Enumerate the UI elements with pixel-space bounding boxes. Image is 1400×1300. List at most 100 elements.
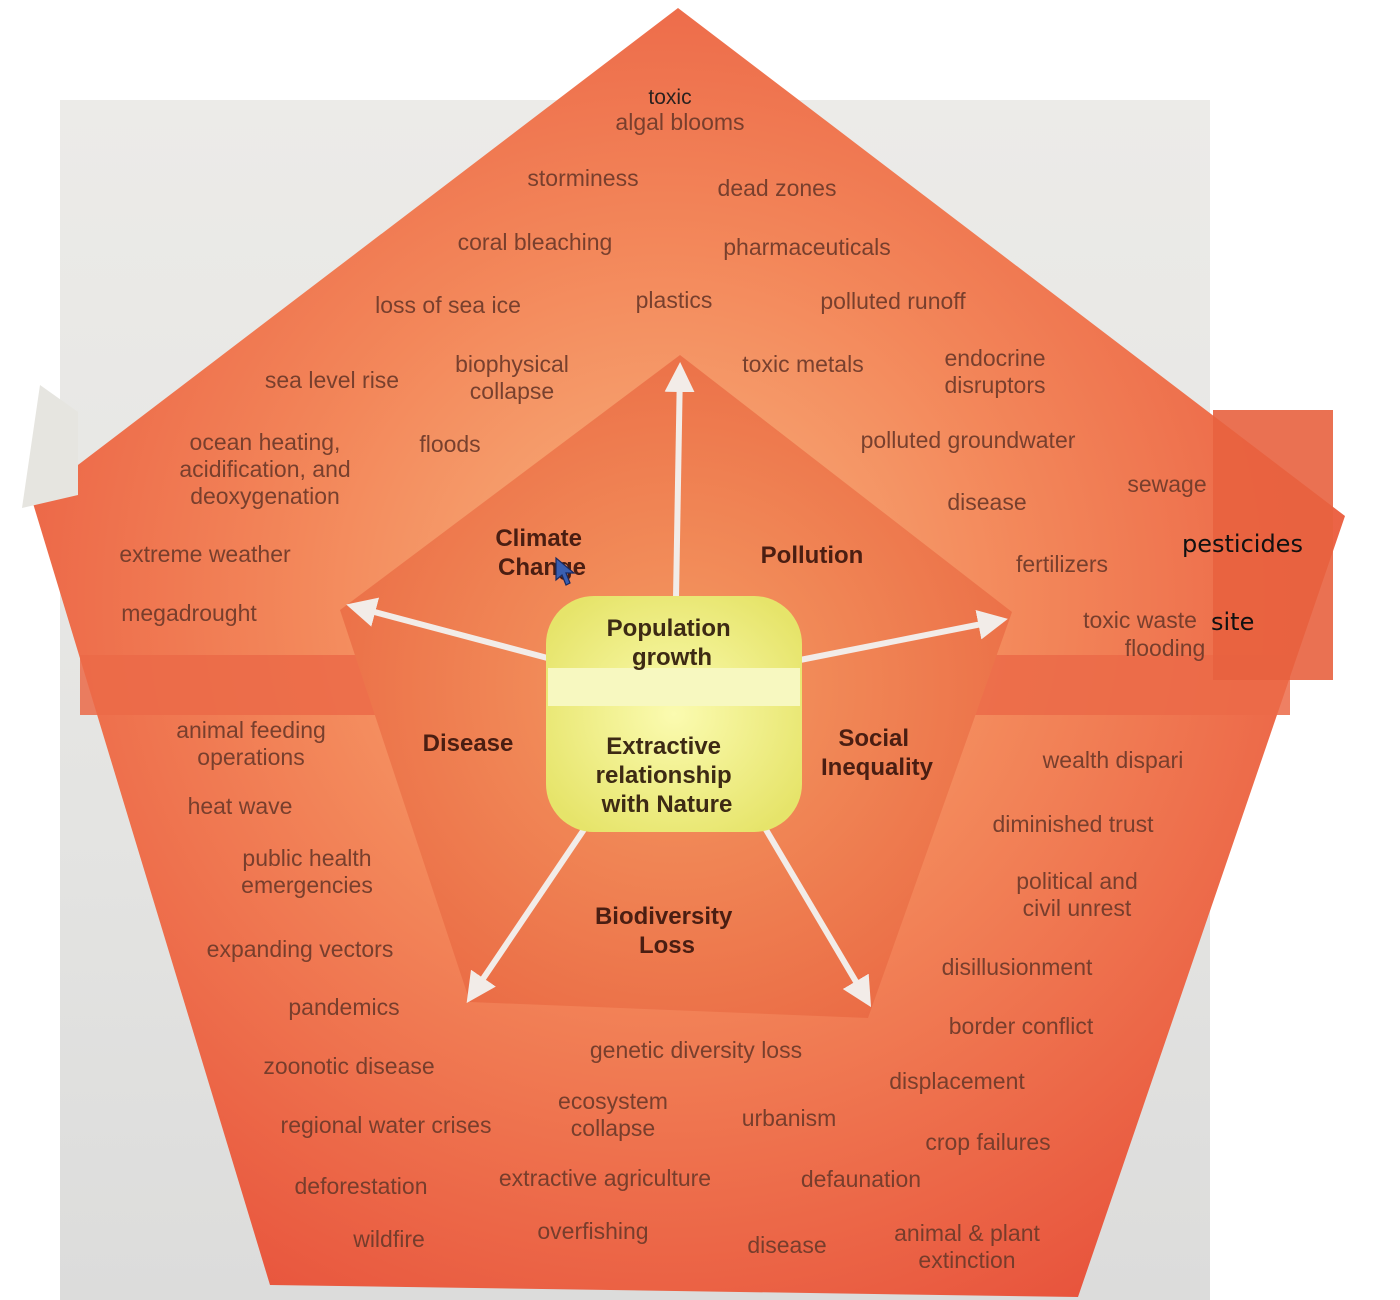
term-urbanism: urbanism <box>742 1105 837 1131</box>
term-line: ecosystem <box>558 1088 668 1114</box>
term-dead-zones: dead zones <box>718 175 837 201</box>
term-deforestation: deforestation <box>295 1173 428 1199</box>
term-expanding-vectors: expanding vectors <box>207 936 394 962</box>
term-pandemics: pandemics <box>288 994 399 1020</box>
term-line: toxic <box>648 86 691 109</box>
term-extreme-weather: extreme weather <box>119 541 291 567</box>
term-line: algal blooms <box>615 109 744 135</box>
term-line: polluted runoff <box>820 288 966 314</box>
term-line: wildfire <box>352 1226 425 1252</box>
term-line: expanding vectors <box>207 936 394 962</box>
term-line: wealth dispari <box>1042 747 1184 773</box>
arrow-up <box>664 362 695 599</box>
term-line: toxic waste <box>1083 607 1197 633</box>
term-disease-pollution: disease <box>947 489 1026 515</box>
term-flooding: flooding <box>1125 635 1206 661</box>
term-heat-wave: heat wave <box>188 793 293 819</box>
term-fertilizers: fertilizers <box>1016 551 1108 577</box>
term-line: urbanism <box>742 1105 837 1131</box>
cursor-icon <box>555 556 576 586</box>
term-genetic-diversity: genetic diversity loss <box>590 1037 802 1063</box>
term-line: operations <box>197 744 304 770</box>
term-line: sea level rise <box>265 367 399 393</box>
term-line: pharmaceuticals <box>723 234 890 260</box>
term-wealth-disparity: wealth dispari <box>1042 747 1184 773</box>
core-bottom-label: Extractive relationship with Nature <box>596 733 739 818</box>
term-line: pandemics <box>288 994 399 1020</box>
term-line: flooding <box>1125 635 1206 661</box>
term-line: animal feeding <box>176 717 326 743</box>
term-polluted-runoff: polluted runoff <box>820 288 966 314</box>
term-line: emergencies <box>241 872 373 898</box>
term-sea-level-rise: sea level rise <box>265 367 399 393</box>
term-line: regional water crises <box>281 1112 492 1138</box>
term-disease-bottom: disease <box>747 1232 826 1258</box>
left-edge-artefact <box>22 385 78 508</box>
category-pollution: Pollution <box>761 542 864 569</box>
term-line: extinction <box>918 1247 1015 1273</box>
term-line: overfishing <box>537 1218 648 1244</box>
term-line: loss of sea ice <box>375 292 521 318</box>
term-line: extractive agriculture <box>499 1165 711 1191</box>
term-line: collapse <box>470 378 554 404</box>
term-megadrought: megadrought <box>121 600 257 626</box>
term-displacement: displacement <box>889 1068 1025 1094</box>
term-line: disruptors <box>945 372 1046 398</box>
term-line: civil unrest <box>1023 895 1132 921</box>
category-climate-change: Climate Change <box>495 525 588 581</box>
arrows <box>346 362 1008 1008</box>
category-biodiversity-loss: Biodiversity Loss <box>595 903 739 959</box>
term-loss-of-sea-ice: loss of sea ice <box>375 292 521 318</box>
term-line: biophysical <box>455 351 569 377</box>
term-line: storminess <box>527 165 638 191</box>
term-line: fertilizers <box>1016 551 1108 577</box>
arrow-down-left <box>466 826 588 1003</box>
term-line: polluted groundwater <box>861 427 1076 453</box>
term-sewage: sewage <box>1127 471 1206 497</box>
term-floods: floods <box>419 431 480 457</box>
term-border-conflict: border conflict <box>949 1013 1094 1039</box>
term-coral-bleaching: coral bleaching <box>458 229 613 255</box>
term-toxic-waste: toxic waste <box>1083 607 1197 633</box>
term-line: toxic metals <box>742 351 863 377</box>
term-line: disease <box>747 1232 826 1258</box>
term-line: zoonotic disease <box>263 1053 434 1079</box>
core-glow-band <box>548 668 800 706</box>
term-line: genetic diversity loss <box>590 1037 802 1063</box>
term-toxic: toxic <box>648 86 691 109</box>
term-plastics: plastics <box>636 287 713 313</box>
term-crop-failures: crop failures <box>925 1129 1050 1155</box>
term-line: crop failures <box>925 1129 1050 1155</box>
category-social-inequality: Social Inequality <box>821 725 934 781</box>
term-line: sewage <box>1127 471 1206 497</box>
term-line: endocrine <box>944 345 1045 371</box>
term-line: plastics <box>636 287 713 313</box>
term-line: diminished trust <box>992 811 1154 837</box>
term-overfishing: overfishing <box>537 1218 648 1244</box>
term-line: heat wave <box>188 793 293 819</box>
right-edge-patch <box>1213 410 1333 680</box>
term-line: megadrought <box>121 600 257 626</box>
term-line: public health <box>242 845 371 871</box>
term-line: disillusionment <box>942 954 1093 980</box>
term-line: floods <box>419 431 480 457</box>
term-algal-blooms: algal blooms <box>615 109 744 135</box>
term-line: ocean heating, <box>190 429 341 455</box>
term-line: disease <box>947 489 1026 515</box>
term-line: deoxygenation <box>190 483 340 509</box>
term-toxic-metals: toxic metals <box>742 351 863 377</box>
term-line: displacement <box>889 1068 1025 1094</box>
term-line: defaunation <box>801 1166 921 1192</box>
pesticides-label: pesticides <box>1182 530 1303 558</box>
term-line: animal & plant <box>894 1220 1040 1246</box>
term-line: border conflict <box>949 1013 1094 1039</box>
term-wildfire: wildfire <box>352 1226 425 1252</box>
